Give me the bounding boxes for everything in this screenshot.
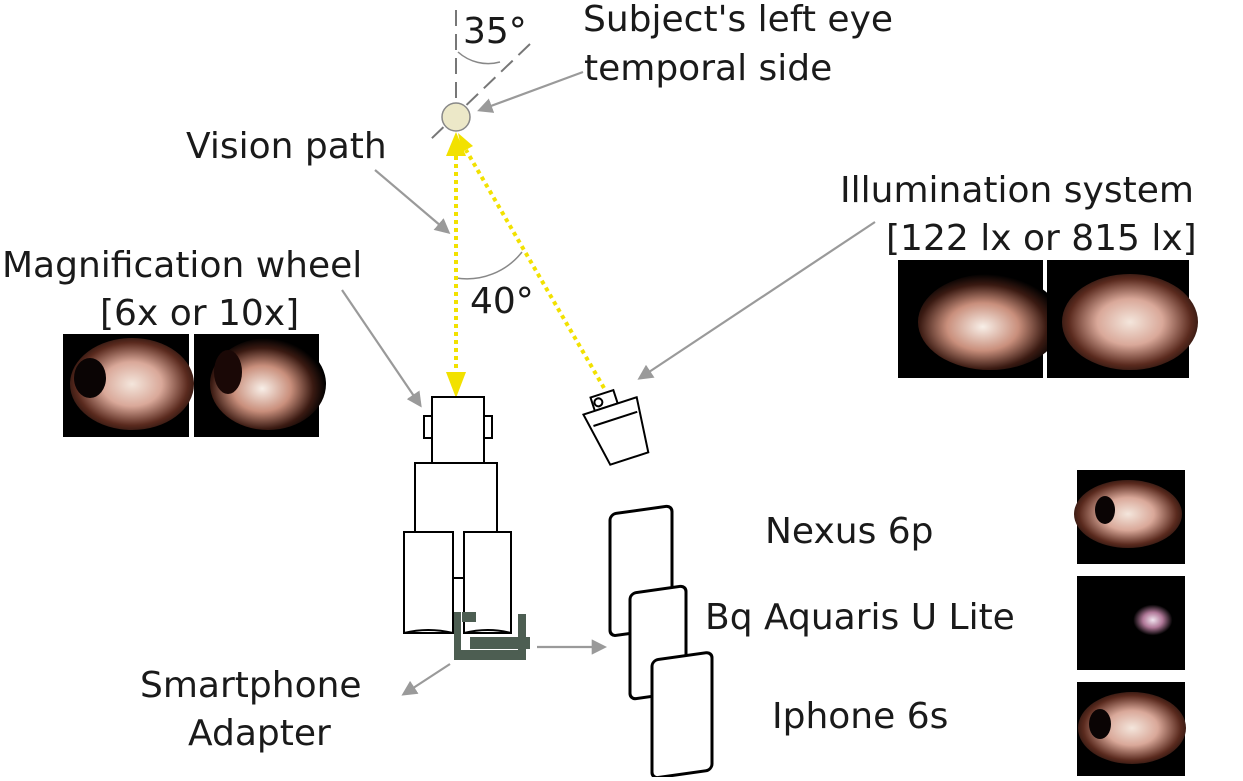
phones xyxy=(608,504,714,780)
phone-label-iphone: Iphone 6s xyxy=(772,696,948,737)
smartphone-adapter xyxy=(454,612,530,660)
phone-photos xyxy=(1074,470,1186,776)
angle-35-label: 35° xyxy=(463,11,527,52)
pointer-arrows xyxy=(341,70,876,696)
phone-label-nexus: Nexus 6p xyxy=(765,511,934,552)
illumination-lamp xyxy=(581,388,650,466)
magnification-photos xyxy=(63,334,326,437)
illumination-photos xyxy=(898,260,1198,378)
illumination-label-1: Illumination system xyxy=(840,170,1194,211)
illumination-label-2: [122 lx or 815 lx] xyxy=(886,218,1197,259)
adapter-label-2: Adapter xyxy=(188,713,331,754)
subject-eye xyxy=(441,102,471,132)
magnification-label-1: Magnification wheel xyxy=(2,245,362,286)
angle-40-label: 40° xyxy=(470,281,534,322)
microscope xyxy=(403,396,512,634)
phone-label-bq: Bq Aquaris U Lite xyxy=(705,597,1015,638)
vision-beams xyxy=(446,132,606,398)
adapter-label-1: Smartphone xyxy=(140,665,362,706)
subject-eye-label-2: temporal side xyxy=(584,48,832,89)
vision-path-label: Vision path xyxy=(186,126,387,167)
labels: 35° 40° Subject's left eye temporal side… xyxy=(2,0,1197,754)
subject-eye-label-1: Subject's left eye xyxy=(583,0,893,40)
magnification-label-2: [6x or 10x] xyxy=(100,293,299,334)
angle-guides xyxy=(429,10,531,280)
